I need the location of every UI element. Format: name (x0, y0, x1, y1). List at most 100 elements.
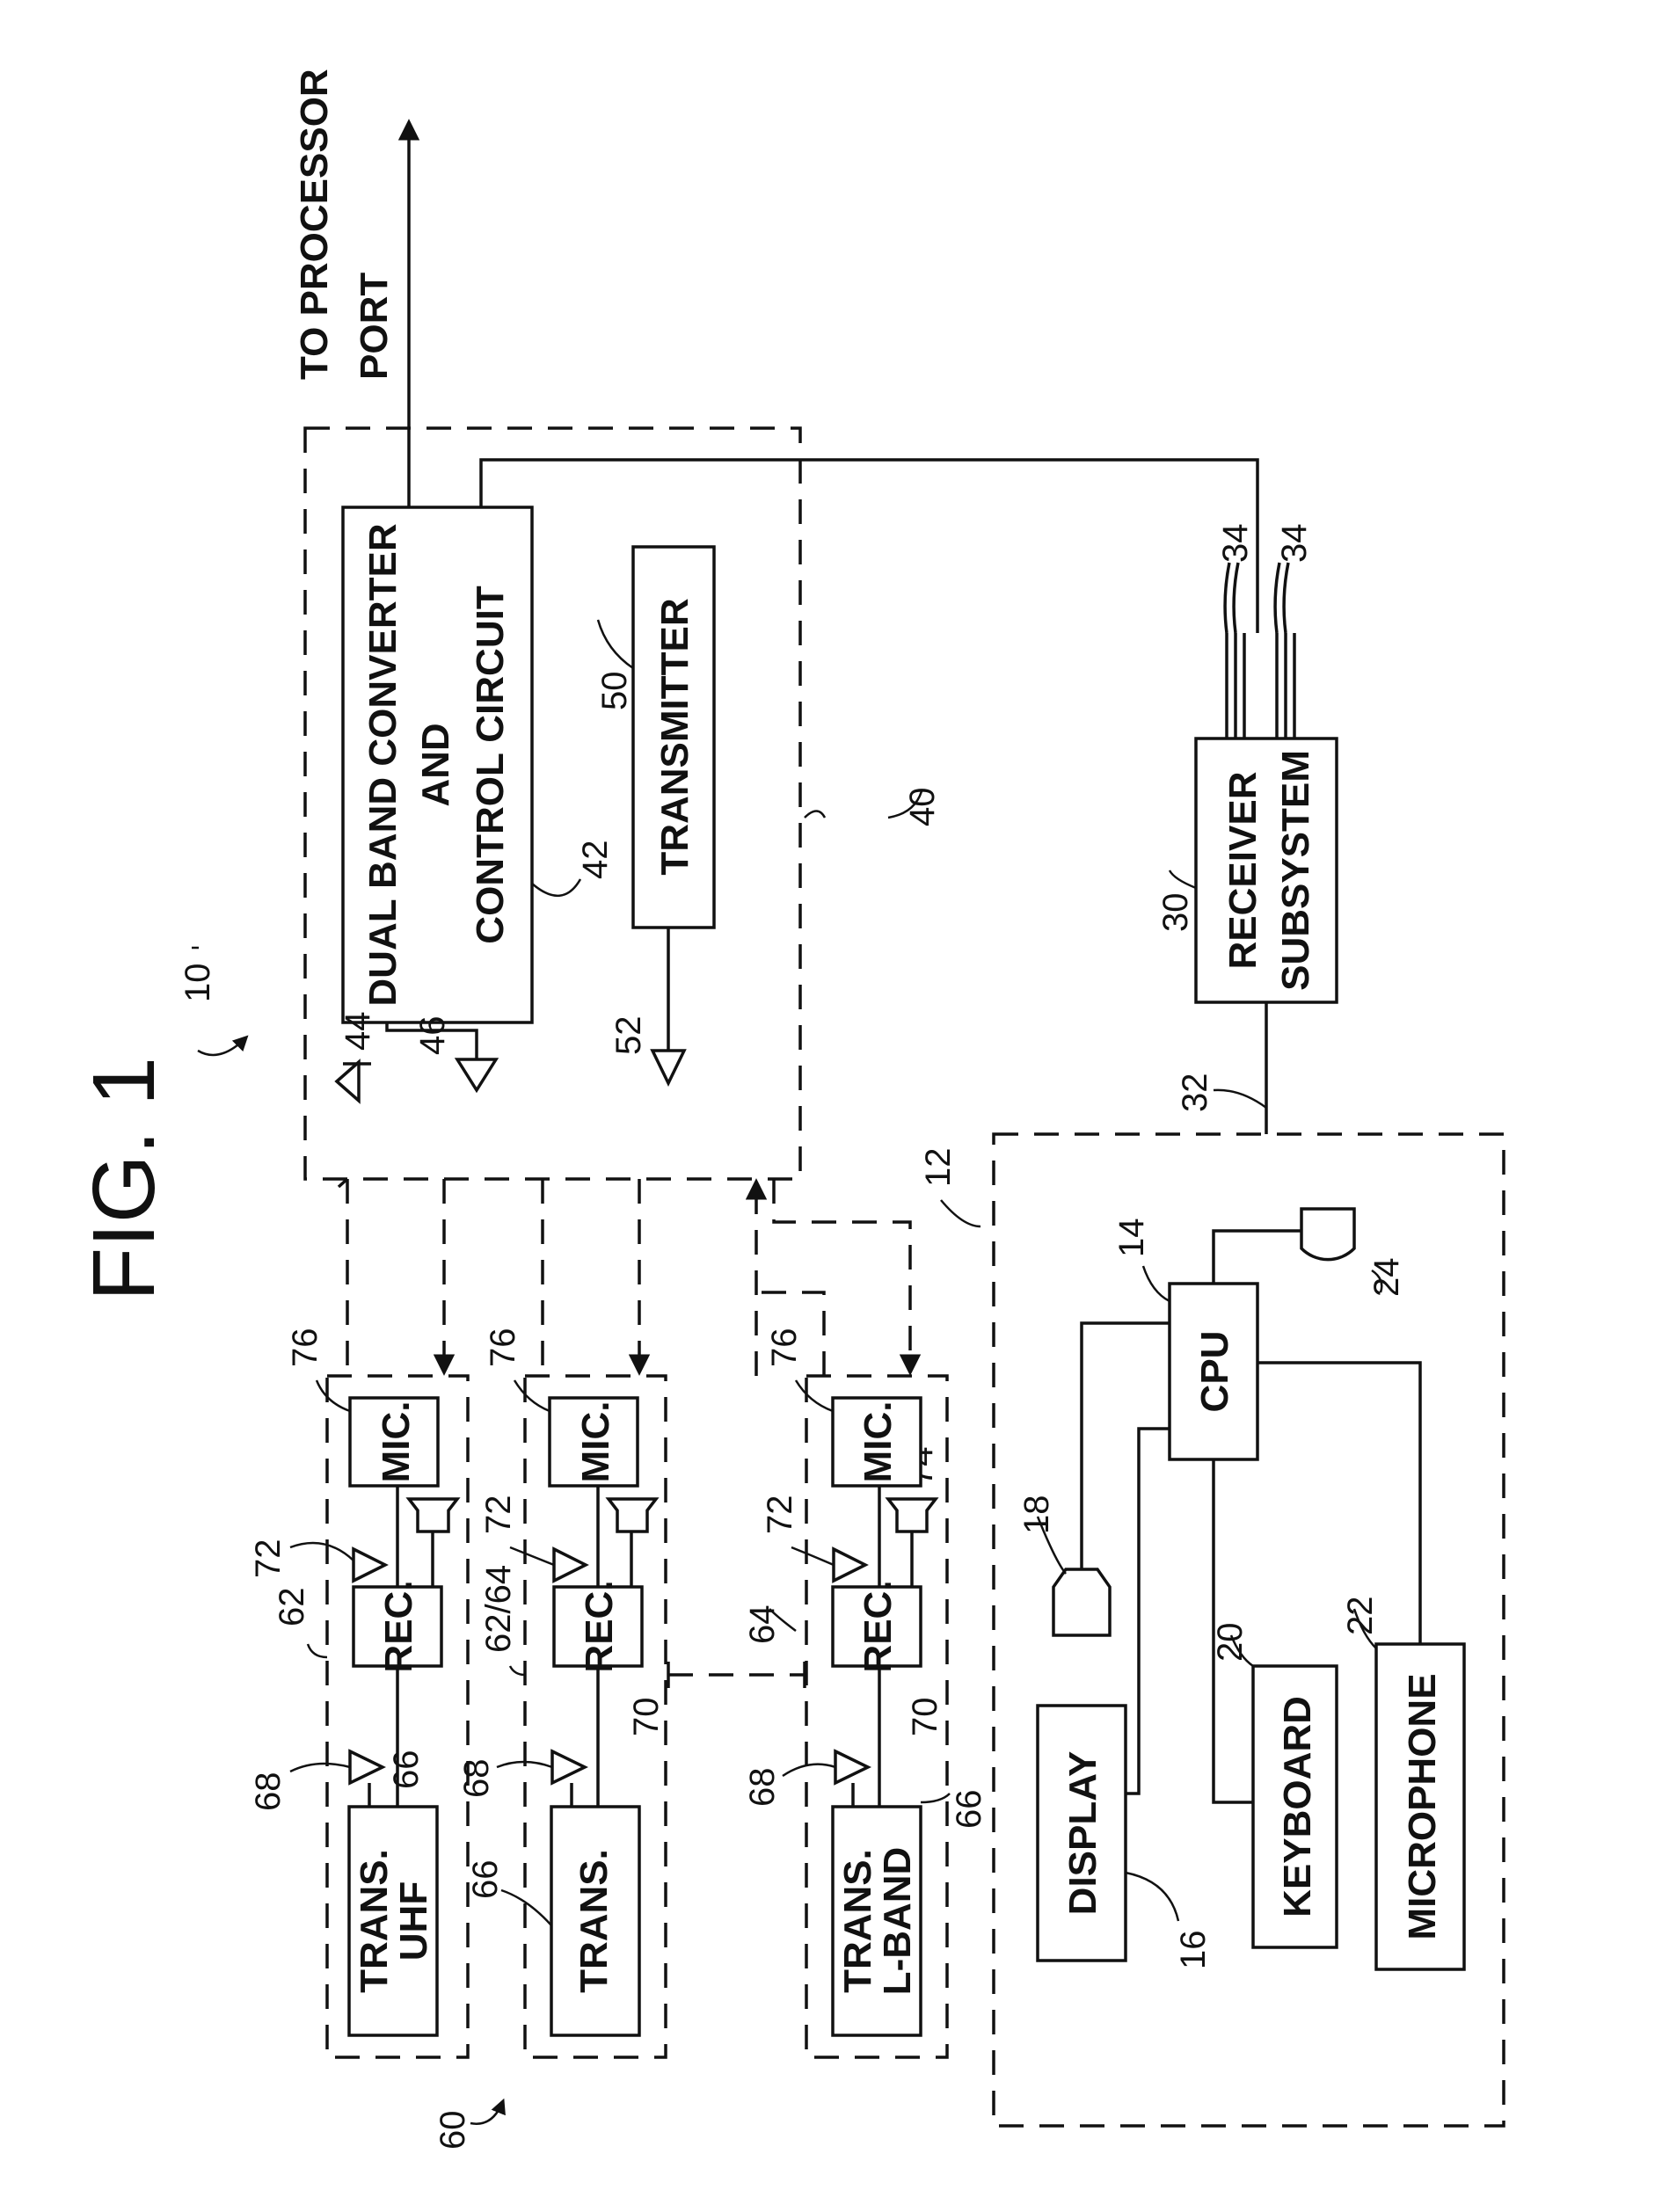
display-ref: 16 (1174, 1931, 1213, 1970)
speaker-icon (1053, 1569, 1110, 1635)
radio-1-mic-ref: 76 (286, 1328, 324, 1368)
receiver-input-ref-b: 34 (1275, 524, 1314, 564)
cpu-to-headset-wire (1214, 1231, 1306, 1284)
radio-1-mic-label: MIC. (375, 1401, 418, 1483)
converter-ref-leader (532, 879, 580, 896)
converter-label-line2: AND (414, 723, 457, 806)
radio-1-ref: 62 (273, 1588, 311, 1627)
radio-1-rec-antenna-ref: 72 (249, 1539, 288, 1579)
transmitter-label: TRANSMITTER (653, 598, 696, 875)
converter-to-receiver-link (481, 460, 1257, 633)
display-ref-leader (1126, 1873, 1178, 1921)
radio-2-link-ref: 70 (627, 1698, 666, 1737)
rf-links (339, 1179, 910, 1376)
control-unit-tick (805, 811, 825, 819)
receiver-input-bundle-a (1225, 563, 1244, 739)
figure-title: FIG. 1 (75, 1057, 173, 1301)
radio-2-speaker-icon (609, 1499, 656, 1532)
radio-1-trans-antenna-ref: 68 (249, 1772, 288, 1812)
cpu-to-speaker-wire (1082, 1323, 1170, 1569)
speaker-ref: 18 (1017, 1495, 1056, 1535)
radio-3-ref: 64 (743, 1605, 782, 1645)
transmitter-ref-leader (598, 620, 633, 668)
converter-antenna-b (457, 1059, 496, 1090)
microphone-ref: 22 (1341, 1597, 1380, 1636)
radio-3-rec-label: REC. (857, 1580, 900, 1672)
receiver-subsystem-label-line2: SUBSYSTEM (1274, 750, 1317, 991)
radio-3-speaker-icon (888, 1499, 936, 1532)
cpu-ref: 14 (1112, 1219, 1151, 1258)
radio-2-ref-leader (510, 1666, 525, 1675)
cpu-ref-leader (1143, 1266, 1170, 1301)
radio-1-rec-antenna (354, 1549, 385, 1581)
radio-2-ref: 62/64 (479, 1565, 518, 1653)
converter-antenna-a (337, 1062, 359, 1101)
computer-ref-leader (941, 1200, 980, 1226)
radio-2-rec-antenna-ref: 72 (479, 1495, 518, 1535)
radio-group-arrow (470, 2101, 503, 2124)
receiver-link-ref: 32 (1176, 1073, 1214, 1113)
radio-3-mic-ref-leader (796, 1380, 833, 1411)
radio-3-rec-antenna (834, 1549, 865, 1581)
radio-3-trans-ref-leader (921, 1794, 950, 1802)
headset-icon (1301, 1209, 1354, 1260)
converter-label-line3: CONTROL CIRCUIT (469, 586, 512, 944)
receiver-input-ref-a: 34 (1216, 524, 1255, 564)
output-label-line2: PORT (353, 273, 396, 380)
radio-1-speaker-icon (409, 1499, 457, 1532)
radio-group-ref: 60 (434, 2111, 472, 2150)
converter-antenna-a-ref: 44 (339, 1012, 377, 1051)
cpu-to-microphone-wire (1257, 1363, 1420, 1644)
radio-3-mic-label: MIC. (857, 1401, 900, 1483)
radio-1-rec-label: REC. (377, 1580, 420, 1672)
radio-2-rec-label: REC. (578, 1580, 621, 1672)
computer-ref: 12 (919, 1148, 958, 1188)
radio-1-ref-leader (308, 1644, 327, 1657)
radio-2-trans-antenna-ref: 68 (457, 1759, 496, 1799)
receiver-link-leader (1214, 1090, 1266, 1108)
radio-3-rec-antenna-leader (791, 1547, 834, 1565)
radio-1-trans-antenna (350, 1751, 383, 1783)
radio-1-trans-antenna-leader (290, 1764, 350, 1772)
radio-1-trans-label-line1: TRANS. (353, 1849, 396, 1993)
radio-3-link-ref: 70 (906, 1698, 944, 1737)
keyboard-ref: 20 (1211, 1623, 1250, 1663)
radio-1-trans-ref: 66 (387, 1750, 426, 1790)
radio-2-trans-label-line1: TRANS. (572, 1849, 616, 1993)
keyboard-label: KEYBOARD (1276, 1696, 1319, 1917)
radio-3-rec-antenna-ref: 72 (761, 1495, 799, 1535)
microphone-label: MICROPHONE (1401, 1673, 1444, 1939)
radio-3-trans-label-line1: TRANS. (836, 1849, 879, 1993)
radio-1-rec-antenna-leader (290, 1543, 354, 1561)
control-unit-ref: 40 (903, 788, 942, 827)
receiver-subsystem-ref-leader (1170, 870, 1196, 888)
radio-2-rec-antenna (554, 1549, 586, 1581)
radio-3-mic-ref: 76 (765, 1328, 804, 1368)
headset-ref: 24 (1367, 1258, 1406, 1298)
receiver-input-bundle-b (1275, 563, 1294, 739)
cpu-to-display-wire (1126, 1429, 1170, 1794)
radio-1-trans-label-line2: UHF (392, 1881, 435, 1961)
converter-antenna-b-ref: 46 (413, 1016, 452, 1056)
radio-1-mic-ref-leader (317, 1380, 350, 1411)
radio-2-mic-ref-leader (514, 1380, 550, 1411)
receiver-subsystem-ref: 30 (1156, 893, 1195, 933)
system-ref-10: 10 (179, 964, 217, 1003)
cpu-label: CPU (1193, 1331, 1236, 1413)
converter-label-line1: DUAL BAND CONVERTER (361, 523, 405, 1006)
radio-3-trans-antenna-leader (783, 1765, 835, 1776)
transmitter-antenna-ref: 52 (609, 1016, 648, 1056)
radio-3-trans-label-line2: L-BAND (876, 1847, 919, 1996)
receiver-subsystem-label-line1: RECEIVER (1221, 772, 1265, 970)
radio-2-rec-antenna-leader (510, 1547, 554, 1565)
radio-3-trans-antenna (835, 1751, 868, 1783)
radio-3-trans-ref: 66 (950, 1790, 988, 1830)
output-label-line1: TO PROCESSOR (293, 69, 336, 380)
radio-2-mic-label: MIC. (574, 1401, 617, 1483)
radio-2-trans-antenna (552, 1751, 585, 1783)
converter-ref: 42 (576, 840, 615, 880)
radio-3-trans-antenna-ref: 68 (743, 1768, 782, 1808)
transmitter-ref: 50 (595, 672, 634, 711)
radio-2-trans-ref: 66 (466, 1860, 505, 1900)
